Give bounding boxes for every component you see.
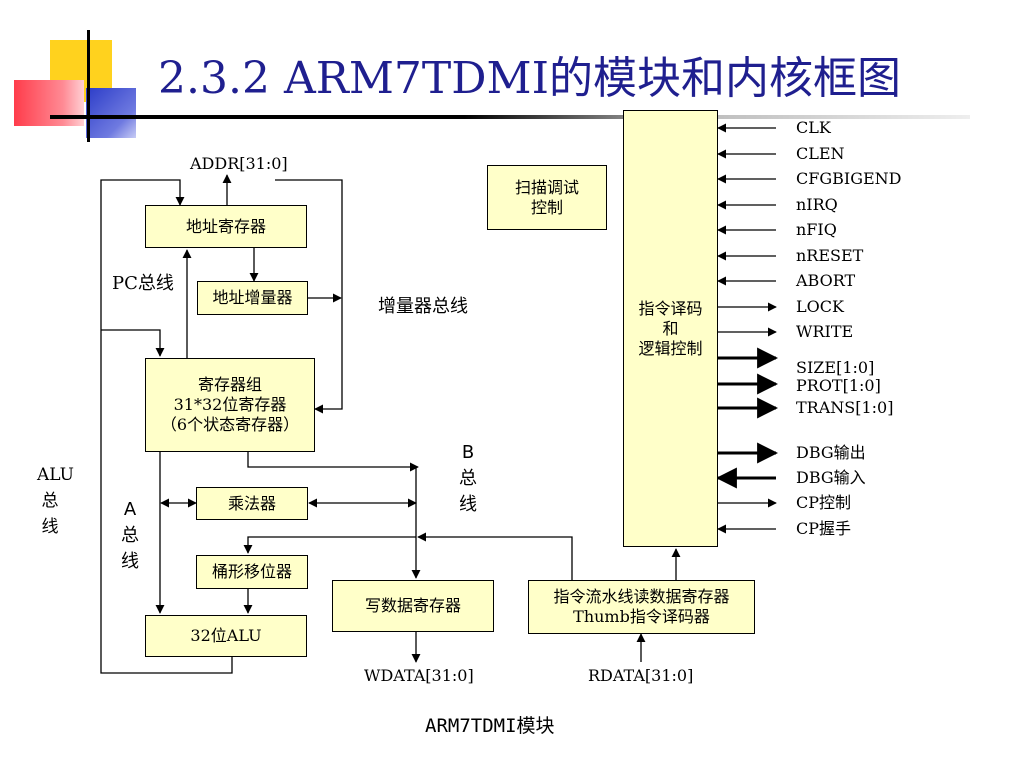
deco-vertical-line <box>87 30 90 142</box>
pipeline-line-1: 指令流水线读数据寄存器 <box>553 587 730 606</box>
incrementer-bus-label: 增量器总线 <box>378 296 468 317</box>
signal-lock: LOCK <box>796 297 844 316</box>
a-bus-label-1: A <box>123 499 137 520</box>
signal-cp-handshake: CP握手 <box>796 519 852 538</box>
address-incrementer-label: 地址增量器 <box>212 288 293 307</box>
a-bus-label: A 总 线 <box>117 497 143 575</box>
incrementer-loop <box>275 179 343 414</box>
alu-bus-label-2: 总 <box>41 491 59 511</box>
signal-dbg-in: DBG输入 <box>796 468 866 487</box>
barrel-shifter-label: 桶形移位器 <box>211 562 292 581</box>
register-bank-box: 寄存器组 31*32位寄存器 （6个状态寄存器） <box>145 358 315 452</box>
decoder-line-3: 逻辑控制 <box>638 338 703 358</box>
decoder-line-1: 指令译码 <box>638 298 703 318</box>
instruction-decoder-box: 指令译码 和 逻辑控制 <box>623 110 718 547</box>
scan-debug-line-1: 扫描调试 <box>514 177 579 197</box>
diagram-caption: ARM7TDMI模块 <box>425 715 555 737</box>
signal-size: SIZE[1:0] <box>796 358 875 377</box>
alu-bus-label: ALU 总 线 <box>37 462 74 540</box>
deco-blue-square <box>86 88 136 138</box>
multiplier-box: 乘法器 <box>196 487 308 520</box>
signal-dbg-out: DBG输出 <box>796 443 866 462</box>
b-bus-label-1: B <box>461 442 475 463</box>
b-bus-label-3: 线 <box>459 494 477 515</box>
pipeline-box: 指令流水线读数据寄存器 Thumb指令译码器 <box>528 580 755 634</box>
alu-label: 32位ALU <box>190 626 262 645</box>
signal-clen: CLEN <box>796 144 845 163</box>
signal-abort: ABORT <box>796 271 856 290</box>
b-bus-from-regbank <box>247 452 419 472</box>
signal-cp-control: CP控制 <box>796 493 852 512</box>
signal-nreset: nRESET <box>796 246 864 265</box>
control-signal-lines <box>715 123 779 534</box>
register-bank-line-3: （6个状态寄存器） <box>160 415 300 434</box>
address-register-box: 地址寄存器 <box>145 205 307 248</box>
slide-title: 2.3.2 ARM7TDMI的模块和内核框图 <box>158 53 901 104</box>
pipeline-line-2: Thumb指令译码器 <box>573 607 710 626</box>
barrel-shifter-box: 桶形移位器 <box>196 555 308 589</box>
pc-bus-label: PC总线 <box>112 273 174 294</box>
address-register-label: 地址寄存器 <box>185 216 266 236</box>
alu-box: 32位ALU <box>145 615 307 657</box>
title-rule <box>50 115 970 119</box>
b-bus-label-2: 总 <box>459 468 477 489</box>
a-bus-label-3: 线 <box>121 551 139 572</box>
signal-prot: PROT[1:0] <box>796 376 881 395</box>
signal-write: WRITE <box>796 322 854 341</box>
wdata-label: WDATA[31:0] <box>364 666 474 685</box>
signal-trans: TRANS[1:0] <box>796 398 894 417</box>
addr-bus-label: ADDR[31:0] <box>190 154 288 173</box>
signal-clk: CLK <box>796 118 831 137</box>
write-data-register-label: 写数据寄存器 <box>364 596 461 615</box>
rdata-label: RDATA[31:0] <box>588 666 694 685</box>
alu-bus-to-regbank <box>101 329 165 357</box>
signal-nirq: nIRQ <box>796 195 838 214</box>
address-incrementer-box: 地址增量器 <box>197 281 308 315</box>
a-bus-label-2: 总 <box>121 525 139 546</box>
scan-debug-box: 扫描调试 控制 <box>487 165 607 230</box>
alu-feedback-loop <box>100 179 233 674</box>
alu-bus-label-3: 线 <box>41 517 59 537</box>
register-bank-line-1: 寄存器组 <box>197 375 262 394</box>
pipeline-to-b-bus <box>417 532 573 580</box>
multiplier-label: 乘法器 <box>227 493 276 513</box>
b-bus-label: B 总 线 <box>455 440 481 518</box>
signal-nfiq: nFIQ <box>796 220 837 239</box>
alu-bus-label-1: ALU <box>37 465 74 485</box>
register-bank-line-2: 31*32位寄存器 <box>173 395 287 414</box>
signal-cfgbigend: CFGBIGEND <box>796 169 902 188</box>
decoder-line-2: 和 <box>662 318 679 338</box>
write-data-register-box: 写数据寄存器 <box>332 580 494 632</box>
b-bus-to-barrel <box>243 536 416 554</box>
scan-debug-line-2: 控制 <box>530 197 563 217</box>
